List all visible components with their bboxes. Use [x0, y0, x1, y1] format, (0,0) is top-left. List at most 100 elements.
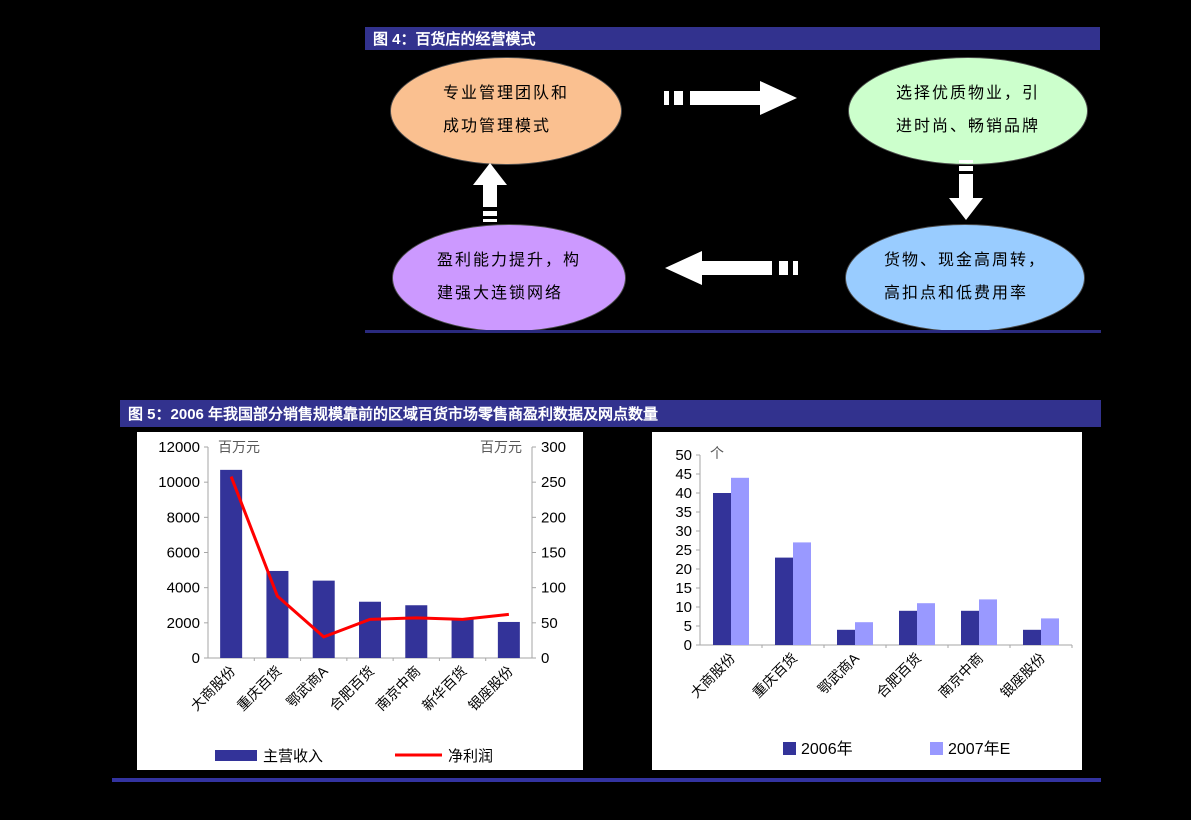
count-bar-2006年: [837, 629, 855, 645]
arrow-dash: [959, 160, 973, 163]
arrow-dash: [664, 91, 669, 105]
legend-swatch-2006年: [783, 742, 796, 755]
arrow-dash: [779, 261, 788, 275]
node-text: 盈利能力提升，构 建强大连锁网络: [437, 245, 581, 311]
arrow-dash: [793, 261, 798, 275]
y-axis-tick-label: 10: [675, 599, 692, 616]
right-axis-tick-label: 300: [541, 439, 566, 456]
y-axis-tick-label: 30: [675, 523, 692, 540]
left-axis-tick-label: 8000: [167, 509, 200, 526]
category-label: 南京中商: [372, 663, 423, 714]
y-axis-tick-label: 35: [675, 504, 692, 521]
right-axis-tick-label: 50: [541, 615, 558, 632]
legend-label-revenue: 主营收入: [263, 748, 323, 765]
left-axis-tick-label: 2000: [167, 615, 200, 632]
category-label: 重庆百货: [234, 663, 285, 714]
legend-swatch-revenue: [215, 750, 257, 761]
y-axis-tick-label: 25: [675, 542, 692, 559]
arrow-body: [949, 174, 983, 220]
node-text: 选择优质物业，引 进时尚、畅销品牌: [896, 78, 1040, 144]
category-label: 鄂武商A: [815, 649, 863, 697]
right-axis-tick-label: 150: [541, 545, 566, 562]
figure5-title-bar: 图 5：2006 年我国部分销售规模靠前的区域百货市场零售商盈利数据及网点数量: [120, 400, 1101, 427]
node-line: 成功管理模式: [442, 118, 551, 135]
left-axis-unit-label: 百万元: [218, 439, 260, 455]
arrow-down-icon: [949, 160, 983, 220]
node-line: 盈利能力提升，构: [436, 252, 581, 270]
node-profit-chain: 盈利能力提升，构 建强大连锁网络: [392, 224, 626, 332]
category-label: 新华百货: [419, 663, 470, 714]
revenue-bar: [497, 621, 520, 658]
arrow-dash: [483, 219, 497, 222]
category-label: 合肥百货: [873, 650, 924, 701]
arrow-left-icon: [665, 251, 798, 285]
count-bar-2006年: [713, 493, 731, 645]
legend-swatch-2007年E: [930, 742, 943, 755]
count-bar-2006年: [961, 610, 979, 645]
net-profit-line: [229, 475, 510, 639]
node-line: 专业管理团队和: [442, 85, 569, 103]
category-label: 银座股份: [997, 650, 1048, 701]
node-line: 选择优质物业，引: [895, 85, 1040, 103]
arrow-dash: [483, 211, 497, 216]
right-axis-tick-label: 250: [541, 474, 566, 491]
y-axis-tick-label: 40: [675, 485, 692, 502]
y-axis-tick-label: 5: [684, 618, 692, 635]
left-axis-tick-label: 12000: [158, 439, 200, 456]
node-line: 进时尚、畅销品牌: [895, 118, 1040, 135]
left-axis-tick-label: 0: [192, 650, 200, 667]
node-text: 货物、现金高周转， 高扣点和低费用率: [884, 245, 1046, 311]
left-axis-tick-label: 6000: [167, 545, 200, 562]
figure4-title-bar: 图 4：百货店的经营模式: [365, 27, 1100, 50]
category-label: 银座股份: [465, 663, 516, 714]
arrow-up-icon: [473, 163, 507, 222]
count-bar-2007年E: [1041, 618, 1059, 645]
y-axis-tick-label: 45: [675, 466, 692, 483]
right-axis-tick-label: 0: [541, 650, 549, 667]
revenue-bar: [266, 570, 289, 658]
y-axis-tick-label: 50: [675, 447, 692, 464]
legend-label-2006年: 2006年: [801, 740, 853, 758]
left-axis-tick-label: 10000: [158, 474, 200, 491]
node-management-team: 专业管理团队和 成功管理模式: [390, 57, 622, 165]
category-label: 重庆百货: [749, 650, 800, 701]
revenue-profit-chart: 0 2000 4000 6000 8000 10000 12000 0 50 100 150 200 2…: [137, 432, 583, 770]
node-high-turnover: 货物、现金高周转， 高扣点和低费用率: [845, 224, 1085, 332]
arrow-body: [473, 163, 507, 207]
right-axis-tick-label: 200: [541, 509, 566, 526]
count-bar-2007年E: [979, 599, 997, 645]
legend-label-2007年E: 2007年E: [948, 740, 1010, 758]
node-line: 建强大连锁网络: [436, 285, 563, 302]
arrow-right-icon: [664, 81, 797, 115]
page-bottom-rule: [112, 778, 1101, 782]
arrow-dash: [959, 166, 973, 171]
right-axis-unit-label: 百万元: [480, 439, 522, 455]
right-axis-tick-label: 100: [541, 580, 566, 597]
figure4-underline: [365, 330, 1101, 333]
category-label: 大商股份: [187, 663, 238, 714]
figure5-title: 图 5：2006 年我国部分销售规模靠前的区域百货市场零售商盈利数据及网点数量: [128, 406, 659, 423]
revenue-profit-chart-svg: 0 2000 4000 6000 8000 10000 12000 0 50 100 150 200 2…: [158, 439, 566, 765]
count-bar-2007年E: [731, 477, 749, 645]
node-line: 高扣点和低费用率: [883, 285, 1028, 302]
y-axis-unit-label: 个: [710, 445, 724, 461]
node-quality-property: 选择优质物业，引 进时尚、畅销品牌: [848, 57, 1088, 165]
y-axis-tick-label: 15: [675, 580, 692, 597]
left-axis-tick-label: 4000: [167, 580, 200, 597]
category-label: 南京中商: [935, 650, 986, 701]
node-line: 货物、现金高周转，: [883, 252, 1046, 270]
category-label: 鄂武商A: [283, 662, 331, 710]
arrow-body: [690, 81, 797, 115]
revenue-bar: [359, 601, 381, 658]
revenue-bar: [312, 580, 335, 658]
count-bar-2007年E: [855, 622, 873, 645]
count-bar-2006年: [775, 557, 793, 645]
count-bar-2007年E: [917, 603, 935, 645]
legend-label-net-profit: 净利润: [448, 748, 493, 765]
y-axis-tick-label: 20: [675, 561, 692, 578]
arrow-body: [665, 251, 772, 285]
y-axis-tick-label: 0: [684, 637, 692, 654]
